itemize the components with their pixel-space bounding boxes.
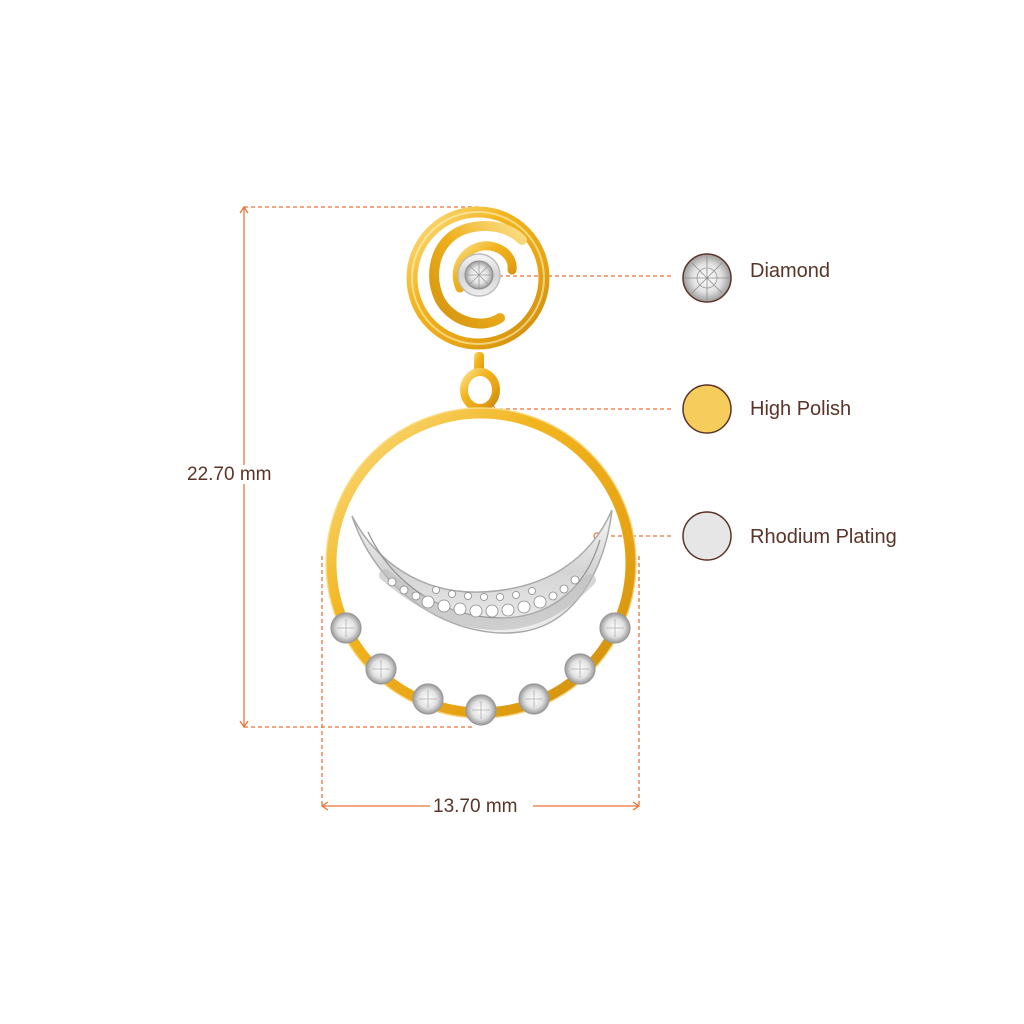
legend-label-high-polish: High Polish <box>750 398 852 420</box>
width-dimension-label: 13.70 mm <box>433 796 518 817</box>
diamond-swatch-icon <box>682 253 732 303</box>
legend-label-diamond: Diamond <box>750 260 831 282</box>
legend-label-rhodium: Rhodium Plating <box>750 526 897 548</box>
high-polish-swatch-icon <box>682 384 732 434</box>
earring-top-stud <box>406 206 550 350</box>
height-dimension-label: 22.70 mm <box>187 464 272 485</box>
height-arrow-top <box>239 205 249 214</box>
crescent-pave-diamonds <box>387 575 580 618</box>
hoop-diamond <box>518 683 550 715</box>
hoop-diamond <box>330 612 362 644</box>
callout-lines <box>478 275 672 537</box>
hoop-diamond <box>599 612 631 644</box>
hoop-diamond <box>412 683 444 715</box>
hoop-diamond <box>365 653 397 685</box>
width-arrow-right <box>632 801 641 811</box>
width-dimension <box>320 556 641 811</box>
earring-crescent <box>351 509 613 634</box>
hoop-diamonds <box>330 612 631 726</box>
legend-swatches <box>682 253 732 561</box>
hoop-diamond <box>564 653 596 685</box>
hoop-diamond <box>465 694 497 726</box>
rhodium-swatch-icon <box>682 511 732 561</box>
earring-bail <box>460 352 500 412</box>
width-arrow-left <box>320 801 329 811</box>
height-arrow-bottom <box>239 720 249 729</box>
